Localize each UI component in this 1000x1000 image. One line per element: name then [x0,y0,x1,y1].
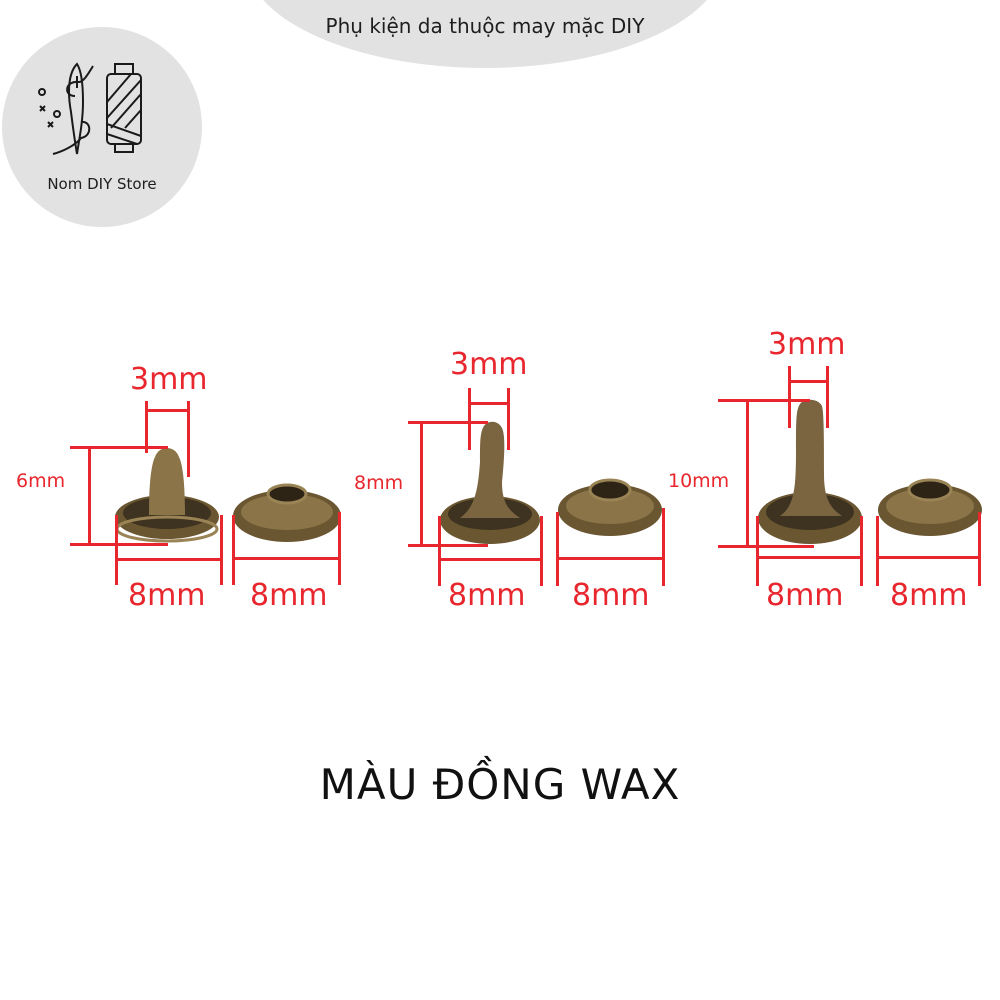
rivet3-top-width-label: 3mm [768,327,846,362]
rivet2-cap-width-label: 8mm [448,578,526,613]
dim-line [88,446,91,546]
dim-line [756,516,759,586]
dim-line [556,512,559,586]
dim-line [70,543,168,546]
dim-line [826,366,829,428]
dim-line [408,421,488,424]
rivet1-height-label: 6mm [16,470,66,492]
rivet-cap-image [440,421,540,544]
dim-line [860,516,863,586]
rivet-cap-image [115,448,219,543]
store-logo [2,27,202,227]
dim-line [232,557,341,560]
rivet-base-image [233,483,341,542]
dim-line [338,512,341,585]
dim-line [468,388,471,450]
thread-spool-icon [106,63,142,153]
dim-line [70,446,168,449]
header-title: Phụ kiện da thuộc may mặc DIY [325,14,645,38]
dim-line [187,401,190,477]
dim-line [115,558,223,561]
rivet1-top-width-label: 3mm [130,362,208,397]
dim-line [507,388,510,450]
rivet3-cap-width-label: 8mm [766,578,844,613]
dim-line [540,516,543,586]
rivet1-base-width-label: 8mm [250,578,328,613]
rivet2-base-width-label: 8mm [572,578,650,613]
dim-line [438,558,543,561]
dim-line [876,556,981,559]
dim-line [115,515,118,585]
rivet-base-image [878,478,982,536]
rivet3-height-label: 10mm [668,470,730,492]
rivet-cap-image [758,399,862,544]
dim-line [438,516,441,586]
rivet2-top-width-label: 3mm [450,347,528,382]
rivet2-height-label: 8mm [354,472,404,494]
rivet-base-image [558,478,662,536]
color-caption: MÀU ĐỒNG WAX [319,760,681,809]
dim-line [746,399,749,548]
dim-line [556,557,665,560]
dim-line [718,399,810,402]
dim-line [420,421,423,547]
dim-line [220,515,223,585]
needle-thread-icon [38,62,142,155]
dim-line [662,508,665,586]
dim-line [978,512,981,586]
dim-line [788,380,829,383]
store-name: Nom DIY Store [47,175,157,193]
rivet3-base-width-label: 8mm [890,578,968,613]
dim-line [788,366,791,428]
dim-line [408,544,488,547]
dim-line [718,545,814,548]
dim-line [232,515,235,585]
dim-line [468,402,510,405]
dim-line [756,556,863,559]
rivet1-cap-width-label: 8mm [128,578,206,613]
dim-line [876,516,879,586]
dim-line [145,409,190,412]
dim-line [145,401,148,453]
